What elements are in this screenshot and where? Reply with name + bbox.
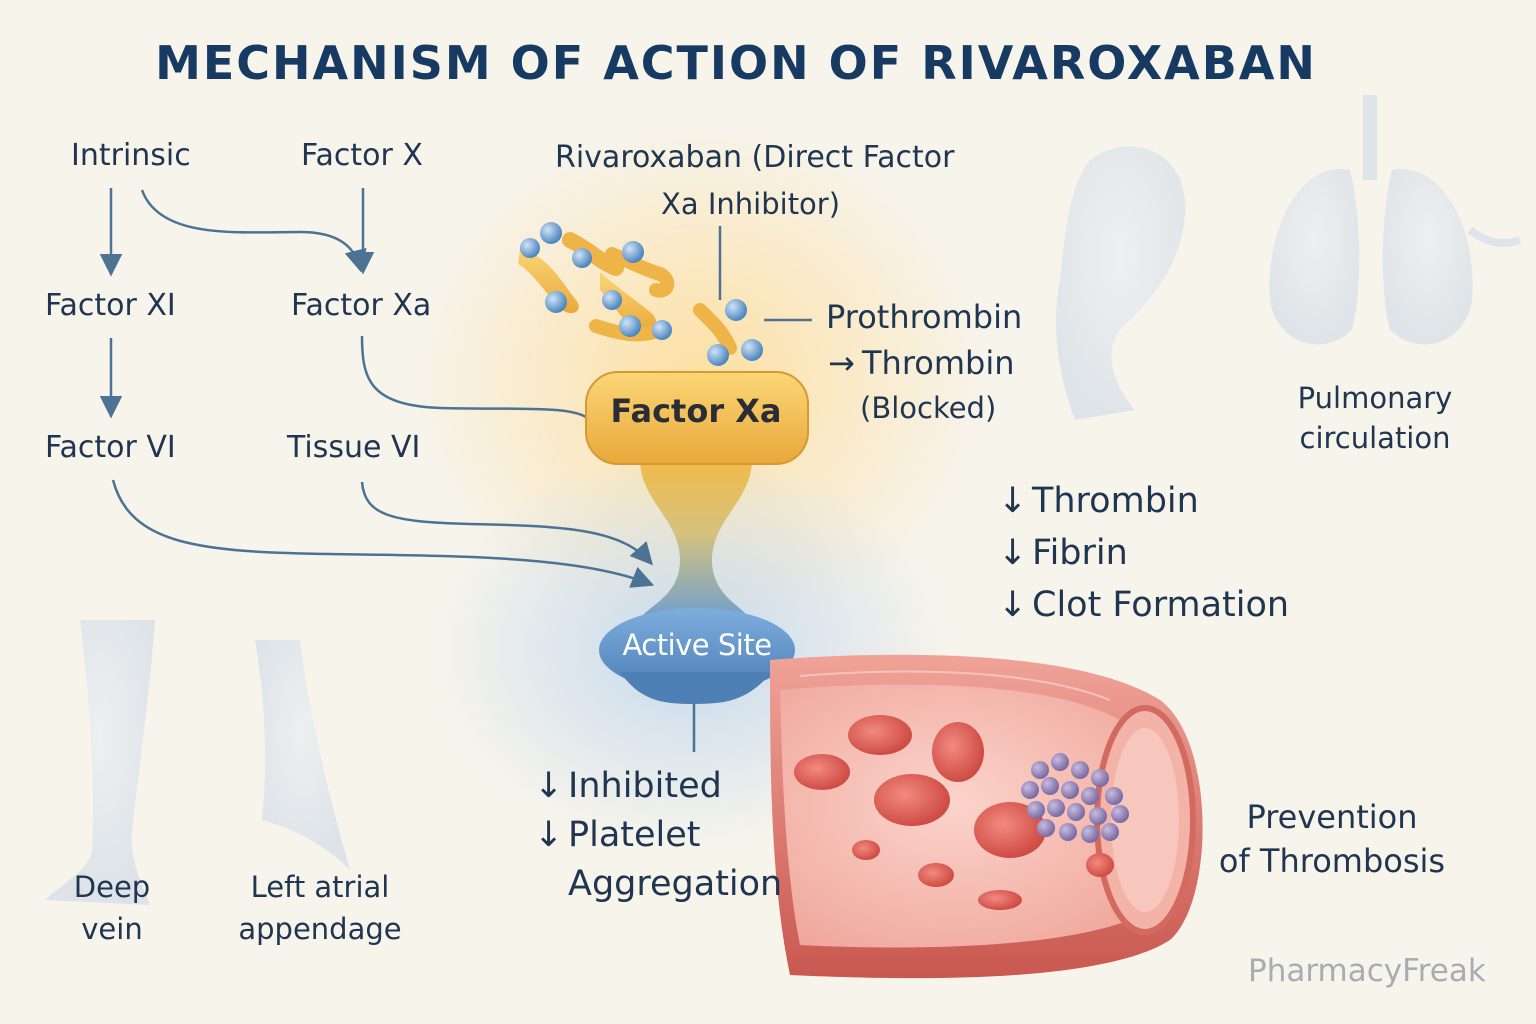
- page-title: MECHANISM OF ACTION OF RIVAROXABAN: [155, 36, 1317, 90]
- label-factor-xa: Factor Xa: [291, 288, 432, 323]
- drug-label-line2: Xa Inhibitor): [661, 187, 841, 221]
- aggregation-label: Aggregation: [568, 864, 783, 904]
- rivaroxaban-molecules: [518, 222, 763, 366]
- inhibited-label: ↓Inhibited: [534, 765, 722, 809]
- label-factor-vi: Factor VI: [45, 430, 176, 465]
- down-arrow-icon: ↓: [534, 766, 564, 806]
- down-arrow-icon: ↓: [998, 533, 1028, 573]
- label-factor-x: Factor X: [301, 138, 423, 173]
- drug-label-line1: Rivaroxaban (Direct Factor: [555, 140, 955, 175]
- prothrombin-label: Prothrombin: [826, 298, 1023, 336]
- right-arrow-icon: →: [828, 344, 855, 382]
- platelet-label: ↓Platelet: [534, 814, 701, 858]
- down-arrow-icon: ↓: [534, 815, 564, 855]
- label-intrinsic: Intrinsic: [71, 138, 191, 173]
- deep-vein-label-line1: Deep: [73, 870, 151, 904]
- pulmonary-label-line2: circulation: [1299, 421, 1451, 455]
- atrial-label-line2: appendage: [238, 912, 402, 946]
- factor-xa-pill-label: Factor Xa: [610, 392, 782, 430]
- blocked-label: (Blocked): [860, 391, 997, 425]
- deep-vein-label-line2: vein: [81, 912, 143, 946]
- down-arrow-icon: ↓: [998, 481, 1028, 521]
- atrial-label-line1: Left atrial: [250, 870, 390, 904]
- active-site-label: Active Site: [622, 628, 772, 662]
- leg-silhouette: [45, 620, 155, 905]
- lungs-silhouette: [1269, 95, 1522, 345]
- down-arrow-icon: ↓: [998, 585, 1028, 625]
- effect-clot-formation: ↓Clot Formation: [998, 584, 1289, 628]
- prevention-label-line2: of Thrombosis: [1218, 842, 1446, 880]
- effect-thrombin: ↓Thrombin: [998, 480, 1199, 524]
- appendage-silhouette: [255, 640, 350, 870]
- pathway-arrows: [99, 188, 812, 752]
- blood-vessel: [770, 654, 1203, 979]
- effect-fibrin: ↓Fibrin: [998, 532, 1128, 576]
- factor-xa-enzyme: [585, 371, 809, 704]
- pulmonary-label-line1: Pulmonary: [1297, 381, 1453, 415]
- thrombin-label: →Thrombin: [828, 344, 1015, 382]
- watermark: PharmacyFreak: [1248, 953, 1486, 989]
- heart-silhouette: [1055, 146, 1186, 420]
- prevention-label-line1: Prevention: [1246, 798, 1418, 836]
- label-factor-xi: Factor XI: [45, 288, 176, 323]
- platelet-clot: [1021, 753, 1129, 843]
- label-tissue-vi: Tissue VI: [287, 430, 421, 465]
